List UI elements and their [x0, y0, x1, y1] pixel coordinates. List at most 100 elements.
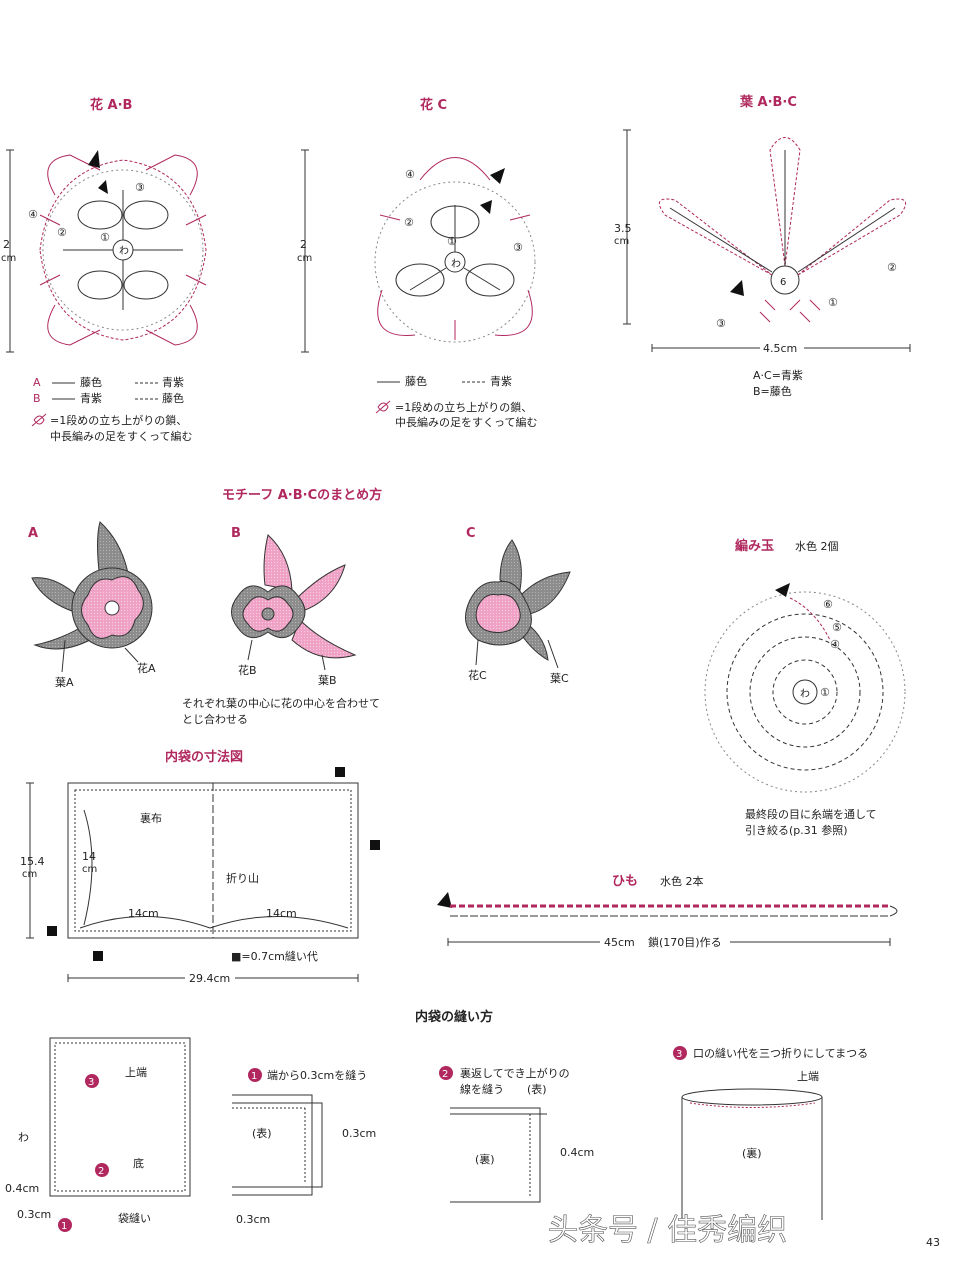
step2-front: (表): [527, 1082, 547, 1096]
step-marker-2: 2: [98, 1166, 104, 1177]
ball-chart: [704, 583, 906, 793]
motif-leaf-b: 葉B: [318, 673, 337, 687]
special-stitch-icon-c: [375, 400, 391, 414]
ball-round-1: ①: [820, 686, 830, 699]
flower-c-unit: cm: [297, 253, 312, 264]
step-marker-3: 3: [88, 1077, 94, 1088]
flower-ab-title: 花 A·B: [90, 97, 132, 113]
leaf-title: 葉 A·B·C: [739, 94, 797, 110]
motif-note-2: とじ合わせる: [182, 712, 248, 726]
flower-ab-center: わ: [119, 245, 129, 257]
ball-title: 編み玉: [735, 538, 774, 554]
bag-lining: 裏布: [140, 811, 162, 825]
motif-label-c: C: [466, 526, 476, 541]
legend-a-dashed: 青紫: [162, 376, 184, 389]
leaf-center: 6: [780, 277, 786, 288]
inner-bag-title: 内袋の寸法図: [165, 749, 243, 765]
leaf-colors-1: A·C=青紫: [753, 369, 803, 382]
flower-ab-note-1: =1段めの立ち上がりの鎖、: [50, 413, 187, 427]
leaf-height: 3.5: [614, 222, 632, 235]
bag-half-width-2: 14cm: [266, 907, 297, 920]
motif-flower-c: 花C: [468, 669, 487, 682]
ball-section: 編み玉 水色 2個 わ ① ④ ⑤ ⑥ 最終段の目に糸端を通して 引き絞る(p.…: [704, 538, 906, 837]
ball-spec: 水色 2個: [795, 539, 839, 553]
leaf-chart: [658, 137, 907, 323]
step-marker-1: 1: [61, 1221, 67, 1232]
ball-center: わ: [800, 688, 810, 700]
motif-leaf-c: 葉C: [550, 671, 569, 685]
flower-ab-round-1: ①: [100, 231, 110, 244]
sewing-margin-03: 0.3cm: [17, 1208, 51, 1221]
motif-title: モチーフ A·B·Cのまとめ方: [222, 487, 382, 503]
legend-b-solid: 青紫: [80, 392, 102, 405]
flower-ab-note-2: 中長編みの足をすくって編む: [50, 429, 192, 443]
flower-c-round-4: ④: [405, 168, 415, 181]
motif-leaf-a: 葉A: [55, 675, 74, 689]
flower-ab-round-4: ④: [28, 208, 38, 221]
leaf-round-3: ③: [716, 317, 726, 330]
legend-b-dashed: 藤色: [162, 391, 184, 405]
motif-label-a: A: [28, 526, 38, 541]
inner-bag-size-section: 内袋の寸法図 裏布 折り山 15.4 cm 14 cm 14cm 14cm 29…: [20, 749, 380, 985]
sewing-side-seam: 袋縫い: [118, 1211, 151, 1225]
step2-margin: 0.4cm: [560, 1146, 594, 1159]
bag-total-width: 29.4cm: [189, 972, 230, 985]
step3-top-edge: 上端: [797, 1070, 819, 1083]
bag-height-total-unit: cm: [22, 869, 37, 880]
flower-c-center: わ: [451, 258, 461, 270]
bag-fold: 折り山: [226, 871, 259, 885]
sewing-title: 内袋の縫い方: [415, 1009, 493, 1025]
motif-label-b: B: [231, 526, 241, 541]
sewing-margin-04: 0.4cm: [5, 1182, 39, 1195]
leaf-unit: cm: [614, 236, 629, 247]
step2-text-2: 線を縫う: [460, 1082, 504, 1096]
flower-c-height: 2: [300, 238, 307, 251]
step1-text: 端から0.3cmを縫う: [267, 1068, 367, 1082]
bag-seam-note: ■=0.7cm縫い代: [231, 949, 318, 963]
watermark: 头条号 / 佳秀编织: [548, 1213, 787, 1248]
motif-flower-b: 花B: [238, 664, 257, 677]
cord-chain-spec: 鎖(170目)作る: [648, 935, 722, 949]
legend-a-solid: 藤色: [80, 375, 102, 389]
flower-c-note-2: 中長編みの足をすくって編む: [395, 415, 537, 429]
step2-text-1: 裏返してでき上がりの: [460, 1066, 570, 1080]
ball-round-5: ⑤: [832, 621, 842, 634]
cord-title: ひも: [612, 874, 638, 889]
flower-c-chart: [374, 157, 536, 343]
legend-a-key: A: [33, 376, 41, 389]
flower-c-round-3: ③: [513, 241, 523, 254]
sewing-top-edge: 上端: [125, 1066, 147, 1079]
flower-ab-chart: [39, 150, 207, 346]
cord-section: ひも 水色 2本 45cm 鎖(170目)作る: [437, 874, 898, 949]
ball-note-2: 引き絞る(p.31 参照): [745, 823, 848, 837]
page-number: 43: [926, 1236, 940, 1249]
legend-c-dashed: 青紫: [490, 375, 512, 388]
bag-height: 14: [82, 850, 96, 863]
flower-ab-round-2: ②: [57, 226, 67, 239]
motif-assembly-section: モチーフ A·B·Cのまとめ方 A B C 葉A 花A 花B 葉B: [28, 487, 571, 726]
flower-ab-section: 花 A·B 2 cm わ: [1, 97, 207, 443]
leaf-round-1: ①: [828, 296, 838, 309]
motif-b: [231, 534, 357, 659]
step3-number: 3: [676, 1049, 682, 1060]
motif-flower-a: 花A: [137, 662, 156, 675]
bag-half-width-1: 14cm: [128, 907, 159, 920]
step2-back: (裏): [475, 1152, 495, 1166]
flower-ab-unit: cm: [1, 253, 16, 264]
seam-marker: [93, 951, 103, 961]
step3-text: 口の縫い代を三つ折りにしてまつる: [693, 1046, 868, 1060]
seam-marker: [47, 926, 57, 936]
ball-note-1: 最終段の目に糸端を通して: [745, 807, 877, 821]
step1-front: (表): [252, 1126, 272, 1140]
ball-round-4: ④: [830, 638, 840, 651]
leaf-round-2: ②: [887, 261, 897, 274]
step3-back: (裏): [742, 1146, 762, 1160]
motif-c: [465, 539, 571, 661]
sewing-section: 内袋の縫い方 3 上端 わ 2 底 袋縫い 0.4cm 0.3cm 1 1 端か…: [5, 1009, 868, 1232]
flower-ab-height: 2: [3, 238, 10, 251]
cord-length: 45cm: [604, 936, 635, 949]
motif-a: [31, 521, 153, 650]
bag-height-total: 15.4: [20, 855, 45, 868]
ball-round-6: ⑥: [823, 598, 833, 611]
